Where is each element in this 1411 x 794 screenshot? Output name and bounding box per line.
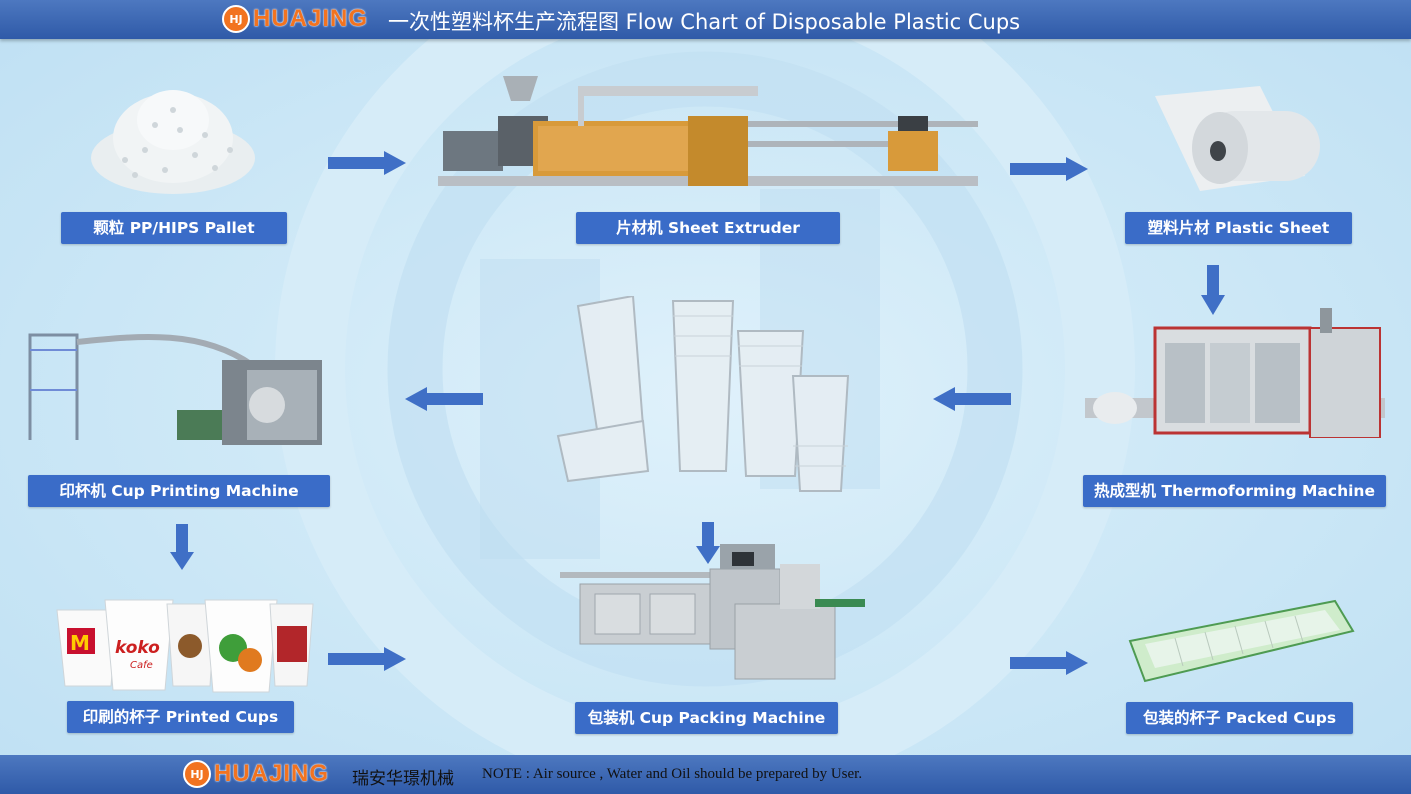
footer-bar bbox=[0, 755, 1411, 794]
clear-cups-image bbox=[556, 296, 850, 492]
label-pallet: 颗粒 PP/HIPS Pallet bbox=[61, 212, 287, 244]
footer-logo: HJ HUAJING bbox=[183, 760, 329, 788]
thermoforming-machine-image bbox=[1085, 308, 1385, 438]
label-cup-packing-machine: 包装机 Cup Packing Machine bbox=[575, 702, 838, 734]
footer-note: NOTE : Air source , Water and Oil should… bbox=[482, 766, 863, 782]
footer-logo-icon: HJ bbox=[183, 760, 211, 788]
label-thermoforming-machine: 热成型机 Thermoforming Machine bbox=[1083, 475, 1386, 507]
pellets-image bbox=[91, 90, 255, 194]
page-title: 一次性塑料杯生产流程图 Flow Chart of Disposable Pla… bbox=[388, 10, 1021, 34]
logo-icon: HJ bbox=[222, 5, 250, 33]
arrow-thermoforming-to-cups bbox=[933, 387, 1011, 411]
arrow-cups-to-packing bbox=[696, 522, 720, 564]
label-printed-cups: 印刷的杯子 Printed Cups bbox=[67, 701, 294, 733]
label-cup-printing-machine: 印杯机 Cup Printing Machine bbox=[28, 475, 330, 507]
sheet-extruder-image bbox=[438, 76, 978, 186]
label-packed-cups: 包装的杯子 Packed Cups bbox=[1126, 702, 1353, 734]
printed-cups-image: M koko Cafe bbox=[56, 599, 314, 693]
footer-logo-text: HUAJING bbox=[214, 760, 330, 787]
arrow-printing-to-printed bbox=[170, 524, 194, 570]
packed-cups-image bbox=[1128, 599, 1355, 683]
plastic-sheet-roll-image bbox=[1155, 86, 1320, 191]
arrow-printed-to-packing bbox=[328, 647, 406, 671]
label-sheet-extruder: 片材机 Sheet Extruder bbox=[576, 212, 840, 244]
company-name: 瑞安华璟机械 bbox=[352, 769, 454, 789]
header-logo: HJ HUAJING bbox=[222, 5, 368, 33]
label-plastic-sheet: 塑料片材 Plastic Sheet bbox=[1125, 212, 1352, 244]
arrow-packing-to-packed bbox=[1010, 651, 1088, 675]
arrow-sheet-to-thermoforming bbox=[1201, 265, 1225, 315]
cup-packing-machine-image bbox=[560, 544, 865, 680]
arrow-pallet-to-extruder bbox=[328, 151, 406, 175]
printed-cup-brand2: koko bbox=[115, 638, 160, 658]
printed-cup-brand2-sub: Cafe bbox=[130, 660, 153, 671]
arrow-extruder-to-sheet bbox=[1010, 157, 1088, 181]
arrow-cups-to-printing bbox=[405, 387, 483, 411]
cup-printing-machine-image bbox=[28, 333, 322, 445]
logo-text: HUAJING bbox=[253, 5, 369, 32]
printed-cup-brand1: M bbox=[70, 631, 90, 655]
